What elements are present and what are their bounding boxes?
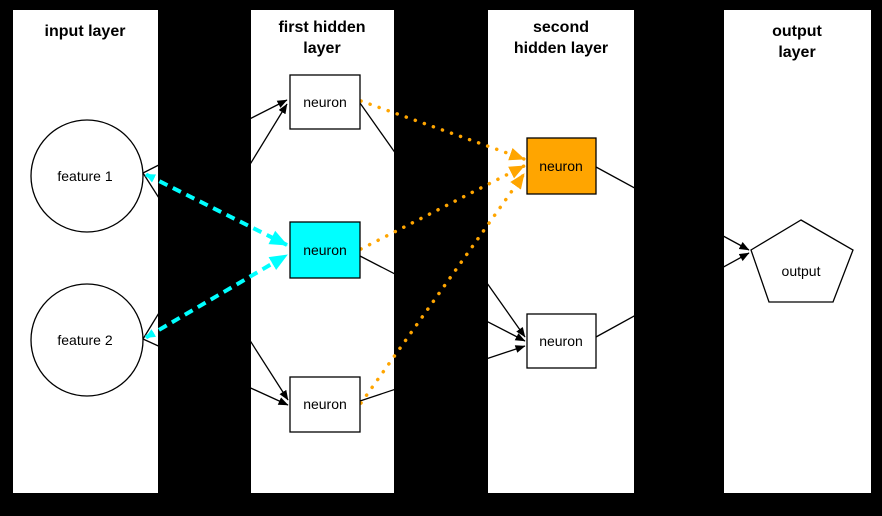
nodes — [30, 74, 854, 433]
node-hidden2-top-neuron-orange — [526, 137, 597, 195]
edge-feature2-to-hidden1-bottom — [142, 338, 289, 406]
node-output-pentagon — [750, 219, 854, 303]
edge-hidden2-bottom-to-output — [595, 252, 750, 338]
edge-hidden1-top-to-hidden2-bottom — [359, 102, 526, 338]
layer-panels — [13, 10, 871, 493]
edge-hidden1-bottom-to-hidden2-bottom — [359, 345, 526, 402]
edge-cyan-feature2-to-hidden1-middle — [144, 253, 289, 340]
orange-edges — [359, 99, 526, 405]
cyan-edges — [144, 172, 289, 340]
edge-hidden1-middle-to-hidden2-bottom — [359, 255, 526, 342]
panel-input-layer — [13, 10, 158, 493]
edge-hidden2-top-to-output — [595, 166, 750, 251]
edge-feature1-to-hidden1-top — [142, 99, 288, 174]
node-hidden1-bottom-neuron — [289, 376, 361, 433]
edge-orange-hidden1-middle-to-hidden2-top — [359, 164, 526, 251]
edge-orange-hidden1-top-to-hidden2-top — [359, 99, 526, 161]
node-hidden1-top-neuron — [289, 74, 361, 130]
node-hidden1-middle-neuron-cyan — [289, 221, 361, 279]
edge-cyan-feature1-to-hidden1-middle — [145, 172, 288, 247]
panel-second-hidden-layer — [488, 10, 634, 493]
node-feature-1 — [30, 119, 144, 233]
edge-orange-hidden1-bottom-to-hidden2-top — [359, 172, 526, 405]
node-hidden2-bottom-neuron — [526, 313, 597, 369]
node-feature-2 — [30, 283, 144, 397]
black-edges — [142, 99, 750, 406]
